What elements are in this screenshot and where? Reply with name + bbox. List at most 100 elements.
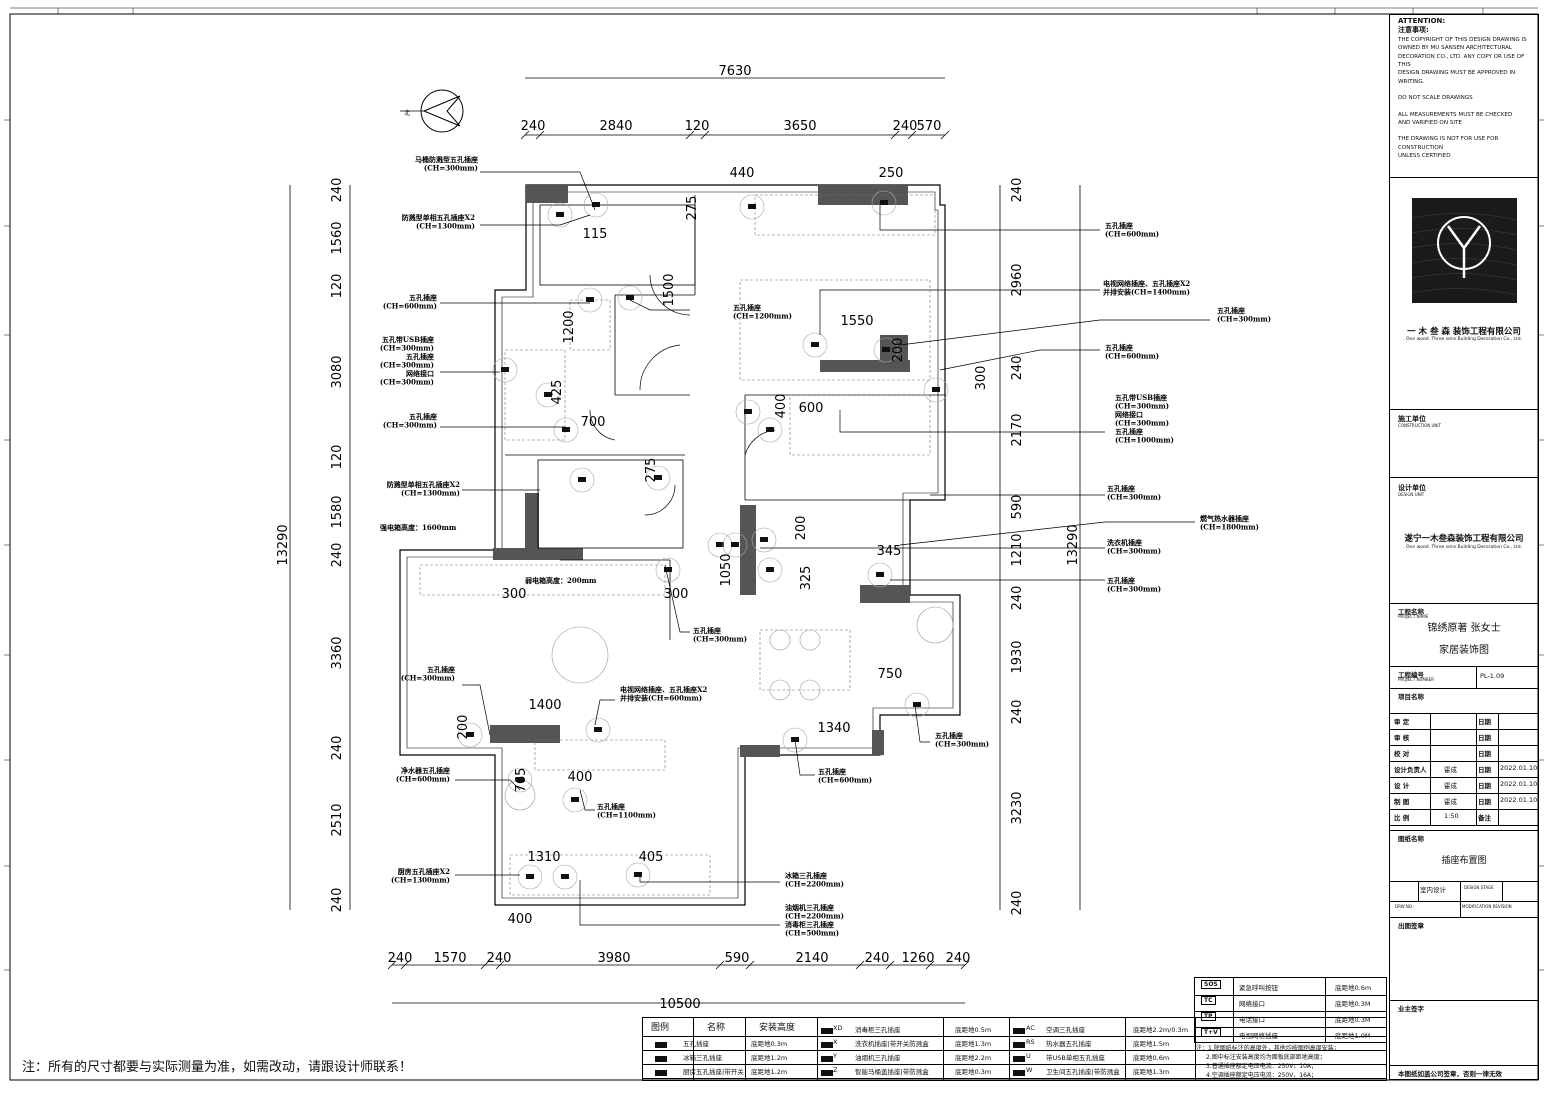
socket-callout: 五孔插座(CH=600mm) [383, 293, 437, 311]
socket-symbol [556, 212, 564, 217]
design-company-en: One wood. Three sens Building Decoration… [1405, 545, 1523, 550]
socket-callout: 五孔插座(CH=300mm) [693, 626, 747, 644]
right-dim-label: 3230 [1010, 791, 1025, 824]
approval-date-label: 日期 [1478, 798, 1491, 806]
inner-dim-label: 300 [502, 587, 527, 602]
attention-line: THE DRAWING IS NOT FOR USE FOR CONSTRUCT… [1398, 136, 1499, 151]
legend-height: 底距地0.6m [1133, 1054, 1170, 1062]
attention-line: AND VARIFIED ON SITE [1398, 120, 1462, 127]
legend-height: 底距地1.2m [751, 1068, 788, 1076]
socket-callout: 马桶防溅型五孔插座(CH=300mm) [415, 155, 478, 173]
frame-grid-ticks [4, 8, 1544, 971]
socket-callout: 五孔插座(CH=300mm) [1107, 576, 1161, 594]
project-name-line1: 锦绣原著 张女士 [1427, 623, 1501, 634]
inner-dim-label: 1340 [817, 721, 850, 736]
drawing-name-label: 图纸名称 [1398, 835, 1424, 843]
socket-symbol [526, 874, 534, 879]
legend-height: 底距地2.2m [955, 1054, 992, 1062]
legend-name: 冰箱三孔插座 [683, 1054, 722, 1062]
socket-symbol [880, 200, 888, 205]
dim-tick [715, 960, 725, 970]
socket-symbol [748, 204, 756, 209]
left-dim-label: 120 [330, 445, 345, 470]
right-dim-label: 240 [1010, 178, 1025, 203]
special-legend-height: 底距地0.3M [1335, 1000, 1371, 1008]
inner-dim-label: 250 [879, 166, 904, 181]
right-dim-label: 1210 [1010, 533, 1025, 566]
dim-tick [855, 960, 865, 970]
legend-code: RS [1026, 1038, 1035, 1046]
right-dim-label: 240 [1010, 356, 1025, 381]
socket-callout: 五孔插座(CH=300mm) [401, 665, 455, 683]
legend-code: AC [1026, 1024, 1035, 1032]
special-legend-height: 底距地0.6m [1335, 984, 1372, 992]
legend-name: 油烟机三孔插座 [855, 1054, 901, 1062]
attention-heading-cn: 注意事项: [1398, 26, 1429, 35]
approval-label: 设计负责人 [1394, 766, 1427, 774]
socket-highlight [722, 532, 748, 558]
legend-name: 卫生间五孔插座|带防溅盒 [1046, 1068, 1120, 1076]
legend-height: 底距地0.3m [751, 1040, 788, 1048]
dim-tick [495, 960, 505, 970]
dim-tick [520, 130, 530, 140]
dim-tick [925, 960, 935, 970]
project-name-label-en: PROJECT NAME [1398, 614, 1429, 619]
socket-legend-icon [821, 1028, 833, 1034]
approval-name: 1:50 [1444, 812, 1459, 820]
socket-legend-icon [1013, 1056, 1025, 1062]
socket-legend-icon [821, 1056, 833, 1062]
legend-header: 图例 [651, 1023, 670, 1033]
socket-symbol [594, 727, 602, 732]
socket-callout: 洗衣机插座(CH=300mm) [1107, 538, 1161, 556]
socket-highlight [583, 192, 609, 218]
approval-date: 2022.01.10 [1500, 764, 1538, 772]
socket-symbol [578, 477, 586, 482]
inner-dim-label: 115 [583, 227, 608, 242]
attention-line: DESIGN DRAWING MUST BE APPROVED IN WRITI… [1398, 70, 1516, 85]
legend-name: 空调三孔插座 [1046, 1026, 1085, 1034]
socket-highlight [577, 287, 603, 313]
socket-symbol [561, 874, 569, 879]
left-dim-label: 240 [330, 178, 345, 203]
socket-callouts: 马桶防溅型五孔插座(CH=300mm) 防溅型单相五孔插座X2(CH=1300mm… [380, 155, 1271, 938]
socket-callout: 五孔插座(CH=300mm) [1107, 484, 1161, 502]
special-legend-code: SOS [1201, 980, 1221, 989]
right-total-dim: 13290 [1066, 524, 1081, 565]
inner-dim-label: 765 [514, 768, 529, 793]
wall-blocks [490, 185, 910, 757]
socket-callout: 五孔插座(CH=1100mm) [597, 802, 656, 820]
construction-unit-label: 施工单位 [1398, 415, 1426, 423]
inner-dim-label: 275 [685, 196, 700, 221]
top-dim-label: 570 [917, 119, 942, 134]
socket-highlight [617, 285, 643, 311]
socket-highlight [739, 194, 765, 220]
socket-callout: 防溅型单相五孔插座X2(CH=1300mm) [402, 213, 475, 231]
company-name-en: One wood. Three sens Building Decoration… [1405, 337, 1523, 342]
socket-symbol [766, 567, 774, 572]
bottom-dim-label: 2140 [795, 951, 828, 966]
left-dim-label: 240 [330, 543, 345, 568]
dimension-ticks [387, 130, 970, 970]
approval-date-label: 备注 [1478, 814, 1491, 822]
socket-callout: 五孔带USB插座(CH=300mm)网络接口(CH=300mm)五孔插座(CH=… [1115, 393, 1174, 445]
left-dim-label: 1560 [330, 221, 345, 254]
dim-tick [885, 960, 895, 970]
approval-row: 校 对日期 [1390, 745, 1538, 762]
north-label: 北 [404, 109, 410, 117]
dim-tick [400, 960, 410, 970]
inner-dim-label: 300 [974, 366, 989, 391]
project-name-line2: 家居装饰图 [1439, 645, 1489, 656]
socket-highlight [569, 467, 595, 493]
attention-heading-en: ATTENTION: [1398, 17, 1446, 25]
company-logo [1411, 198, 1518, 303]
socket-highlight [802, 332, 828, 358]
legend-code: Z [833, 1066, 838, 1074]
socket-symbol [654, 475, 662, 480]
socket-legend-icon [821, 1042, 833, 1048]
right-dim-label: 2170 [1010, 413, 1025, 446]
approval-label: 设 计 [1394, 782, 1410, 790]
